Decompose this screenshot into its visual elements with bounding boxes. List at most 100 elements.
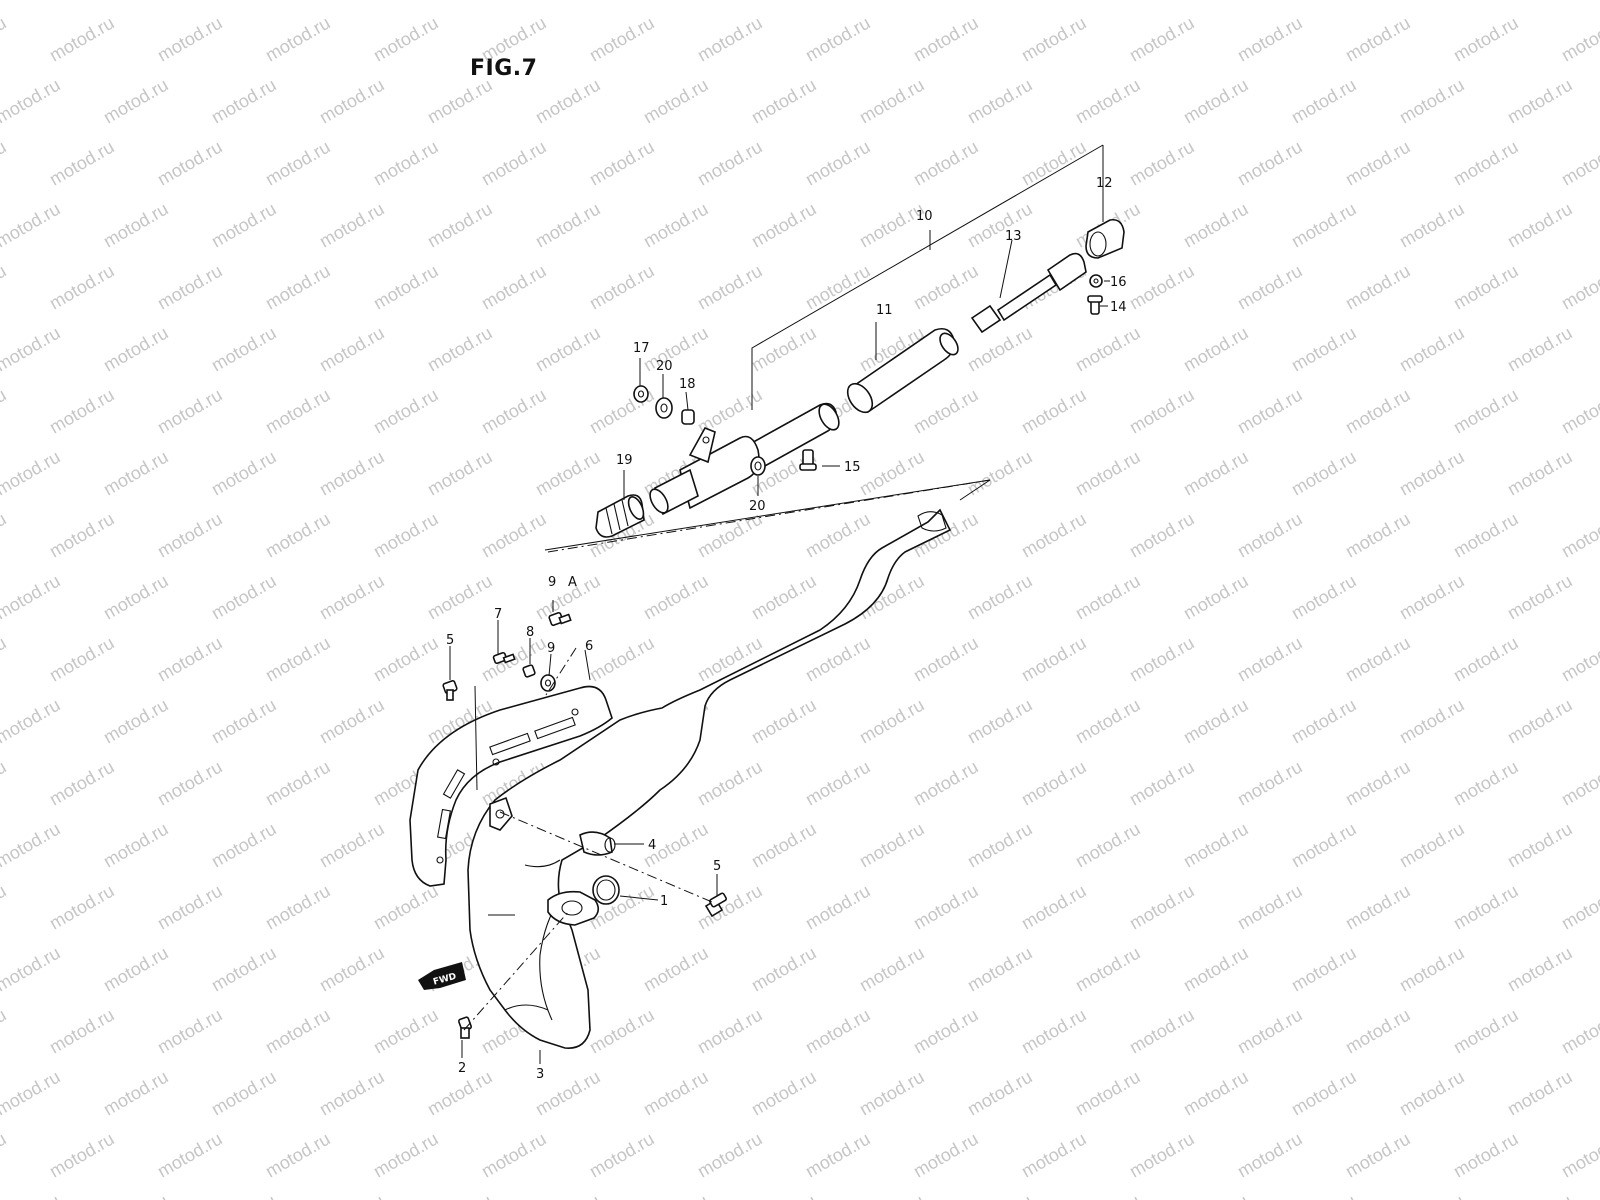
watermark-text: motod.ru xyxy=(1180,1067,1252,1120)
watermark-text: motod.ru xyxy=(370,261,442,314)
watermark-text: motod.ru xyxy=(316,943,388,996)
watermark-text: motod.ru xyxy=(694,13,766,66)
watermark-text: motod.ru xyxy=(1180,323,1252,376)
watermark-text: motod.ru xyxy=(1072,571,1144,624)
watermark-text: motod.ru xyxy=(1234,1129,1306,1182)
watermark-text: motod.ru xyxy=(640,323,712,376)
callout-18: 18 xyxy=(679,377,696,392)
callout-9-lower: 9 xyxy=(547,641,555,656)
watermark-text: motod.ru xyxy=(0,1005,10,1058)
callout-16: 16 xyxy=(1110,275,1127,290)
watermark-text: motod.ru xyxy=(1288,447,1360,500)
watermark-text: motod.ru xyxy=(1450,757,1522,810)
watermark-text: motod.ru xyxy=(1180,571,1252,624)
watermark-text: motod.ru xyxy=(0,0,64,3)
watermark-text: motod.ru xyxy=(1180,199,1252,252)
watermark-text: motod.ru xyxy=(46,881,118,934)
watermark-text: motod.ru xyxy=(154,633,226,686)
watermark-text: motod.ru xyxy=(0,323,64,376)
watermark-text: motod.ru xyxy=(856,695,928,748)
watermark-text: motod.ru xyxy=(964,199,1036,252)
callout-13: 13 xyxy=(1005,229,1022,244)
watermark-text: motod.ru xyxy=(1504,75,1576,128)
watermark-text: motod.ru xyxy=(1396,695,1468,748)
watermark-text: motod.ru xyxy=(1342,633,1414,686)
tail-pipe-13 xyxy=(970,252,1087,334)
watermark-text: motod.ru xyxy=(910,261,982,314)
watermark-text: motod.ru xyxy=(748,819,820,872)
watermark-text: motod.ru xyxy=(0,261,10,314)
watermark-text: motod.ru xyxy=(1018,881,1090,934)
watermark-text: motod.ru xyxy=(586,633,658,686)
watermark-text: motod.ru xyxy=(1396,0,1468,3)
watermark-text: motod.ru xyxy=(1234,137,1306,190)
watermark-text: motod.ru xyxy=(1234,385,1306,438)
watermark-text: motod.ru xyxy=(1072,447,1144,500)
watermark-text: motod.ru xyxy=(856,1067,928,1120)
watermark-text: motod.ru xyxy=(154,1005,226,1058)
watermark-text: motod.ru xyxy=(424,571,496,624)
watermark-text: motod.ru xyxy=(694,137,766,190)
watermark-text: motod.ru xyxy=(748,0,820,3)
watermark-text: motod.ru xyxy=(100,695,172,748)
watermark-text: motod.ru xyxy=(1126,137,1198,190)
watermark-text: motod.ru xyxy=(1018,385,1090,438)
watermark-text: motod.ru xyxy=(1072,695,1144,748)
watermark-text: motod.ru xyxy=(478,385,550,438)
watermark-text: motod.ru xyxy=(1504,819,1576,872)
callout-1: 1 xyxy=(660,894,668,909)
watermark-text: motod.ru xyxy=(1288,943,1360,996)
watermark-text: motod.ru xyxy=(1018,137,1090,190)
watermark-text: motod.ru xyxy=(910,1005,982,1058)
bolt-2 xyxy=(458,1016,472,1039)
watermark-text: motod.ru xyxy=(1342,881,1414,934)
washer-17 xyxy=(633,385,649,403)
watermark-text: motod.ru xyxy=(1018,757,1090,810)
watermark-text: motod.ru xyxy=(262,1129,334,1182)
watermark-text: motod.ru xyxy=(748,323,820,376)
connector-19 xyxy=(595,494,645,538)
watermark-text: motod.ru xyxy=(0,137,10,190)
watermark-text: motod.ru xyxy=(1234,881,1306,934)
watermark-text: motod.ru xyxy=(154,13,226,66)
watermark-text: motod.ru xyxy=(1126,13,1198,66)
watermark-text: motod.ru xyxy=(262,137,334,190)
bolt-7 xyxy=(492,651,516,665)
watermark-text: motod.ru xyxy=(0,199,64,252)
watermark-text: motod.ru xyxy=(532,75,604,128)
watermark-text: motod.ru xyxy=(910,633,982,686)
callout-5-right: 5 xyxy=(713,859,721,874)
watermark-text: motod.ru xyxy=(1504,943,1576,996)
watermark-text: motod.ru xyxy=(802,881,874,934)
watermark-text: motod.ru xyxy=(1234,13,1306,66)
watermark-text: motod.ru xyxy=(46,757,118,810)
grommet-20-lower xyxy=(750,456,766,476)
watermark-text: motod.ru xyxy=(1180,75,1252,128)
watermark-text: motod.ru xyxy=(208,571,280,624)
watermark-text: motod.ru xyxy=(1504,1067,1576,1120)
watermark-text: motod.ru xyxy=(1288,75,1360,128)
watermark-text: motod.ru xyxy=(154,509,226,562)
watermark-text: motod.ru xyxy=(46,509,118,562)
watermark-text: motod.ru xyxy=(100,323,172,376)
watermark-text: motod.ru xyxy=(46,13,118,66)
watermark-text: motod.ru xyxy=(1558,881,1600,934)
watermark-text: motod.ru xyxy=(964,323,1036,376)
watermark-text: motod.ru xyxy=(586,1129,658,1182)
watermark-text: motod.ru xyxy=(208,323,280,376)
watermark-text: motod.ru xyxy=(478,1129,550,1182)
watermark-text: motod.ru xyxy=(0,695,64,748)
watermark-text: motod.ru xyxy=(1072,1067,1144,1120)
watermark-text: motod.ru xyxy=(208,943,280,996)
watermark-text: motod.ru xyxy=(1126,385,1198,438)
watermark-text: motod.ru xyxy=(1126,881,1198,934)
watermark-text: motod.ru xyxy=(0,13,10,66)
watermark-text: motod.ru xyxy=(532,0,604,3)
watermark-text: motod.ru xyxy=(0,509,10,562)
watermark-text: motod.ru xyxy=(1180,695,1252,748)
watermark-text: motod.ru xyxy=(0,881,10,934)
watermark-text: motod.ru xyxy=(1126,757,1198,810)
watermark-text: motod.ru xyxy=(1072,0,1144,3)
watermark-text: motod.ru xyxy=(1342,261,1414,314)
callout-3: 3 xyxy=(536,1067,544,1082)
